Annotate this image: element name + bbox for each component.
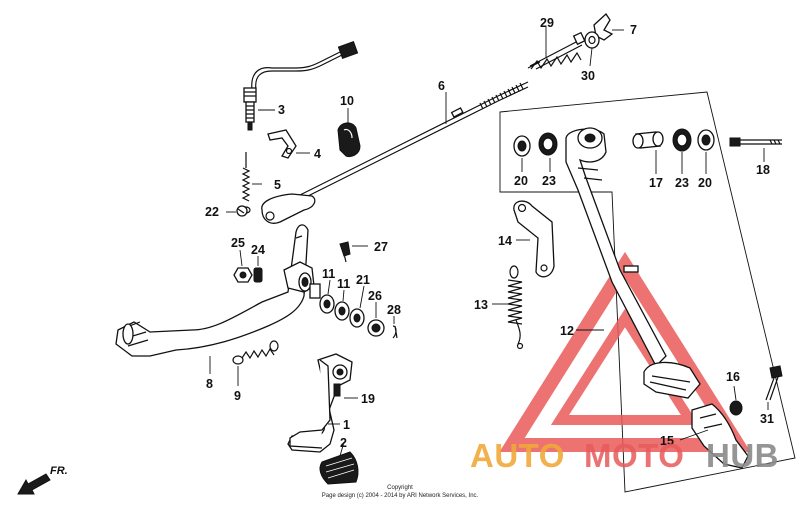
- bolt-18: [729, 137, 782, 147]
- brake-pedal-8: [115, 224, 321, 357]
- callout-15: 15: [660, 434, 674, 448]
- bracket-4: [267, 129, 297, 159]
- callout-16: 16: [726, 370, 740, 384]
- leader-30: [589, 47, 593, 67]
- boot-10: [337, 122, 361, 157]
- callout-5: 5: [274, 178, 281, 192]
- copyright-line-2: Page design (c) 2004 - 2014 by ARI Netwo…: [322, 493, 479, 499]
- washer-20a: [513, 135, 531, 157]
- collar-16: [729, 400, 743, 416]
- leader-15: [679, 429, 709, 441]
- nut-25: [233, 267, 253, 283]
- main-stand-12: [565, 127, 701, 399]
- leader-11b: [342, 289, 345, 302]
- callout-7: 7: [630, 23, 637, 37]
- callout-29: 29: [540, 16, 554, 30]
- callout-21: 21: [356, 273, 370, 287]
- callout-22: 22: [205, 205, 219, 219]
- watermark-wordmark: AUTO MOTO HUB: [470, 437, 779, 474]
- callout-27: 27: [374, 240, 388, 254]
- cotter-pin-28: [392, 325, 398, 339]
- spring-5: [241, 152, 251, 214]
- nut-26: [367, 319, 385, 337]
- callout-31: 31: [760, 412, 774, 426]
- washer-11a: [319, 294, 335, 314]
- leader-2: [339, 441, 345, 457]
- callout-11a: 11: [322, 267, 335, 281]
- callout-2: 2: [340, 436, 347, 450]
- callout-3: 3: [278, 103, 285, 117]
- callout-26: 26: [368, 289, 382, 303]
- direction-label: FR.: [50, 465, 68, 477]
- callout-12: 12: [560, 324, 574, 338]
- copyright-line-1: Copyright: [387, 485, 413, 491]
- spring-29: [527, 31, 586, 70]
- callout-19: 19: [361, 392, 375, 406]
- collar-17: [632, 131, 664, 149]
- front-direction-arrow-icon: [17, 473, 51, 495]
- callout-25: 25: [231, 236, 245, 250]
- callout-23b: 23: [675, 176, 689, 190]
- callout-8: 8: [206, 377, 213, 391]
- callout-30: 30: [581, 69, 595, 83]
- spring-9: [232, 340, 279, 365]
- callout-17: 17: [649, 176, 663, 190]
- brake-rod-6: [261, 81, 529, 224]
- watermark-hub: HUB: [706, 437, 779, 474]
- shift-lever-1: [287, 353, 353, 453]
- washer-11b: [334, 301, 350, 321]
- leader-21: [359, 285, 365, 309]
- callout-24: 24: [251, 243, 265, 257]
- joint-30: [584, 31, 600, 49]
- bolt-31: [765, 365, 783, 401]
- callout-10: 10: [340, 94, 354, 108]
- callout-23a: 23: [542, 174, 556, 188]
- callout-11b: 11: [337, 277, 350, 291]
- bearing-23a: [538, 132, 558, 156]
- bearing-23b: [672, 128, 692, 152]
- callout-9: 9: [234, 389, 241, 403]
- screw-24: [253, 267, 263, 283]
- washer-20b: [697, 129, 715, 151]
- callout-14: 14: [498, 234, 512, 248]
- bracket-14: [513, 200, 555, 278]
- subassembly-outline: [499, 91, 796, 493]
- leader-16: [733, 385, 737, 401]
- watermark-auto: AUTO: [470, 437, 565, 474]
- callout-1: 1: [343, 418, 350, 432]
- switch-sensor-3: [243, 40, 359, 131]
- callout-20a: 20: [514, 174, 528, 188]
- leader-25: [239, 249, 243, 267]
- watermark-moto: MOTO: [584, 437, 684, 474]
- callout-4: 4: [314, 147, 321, 161]
- clip-22: [236, 205, 248, 217]
- washer-21: [349, 308, 365, 328]
- callout-6: 6: [438, 79, 445, 93]
- callout-13: 13: [474, 298, 488, 312]
- pin-27: [339, 241, 351, 263]
- stand-foot-15: [691, 403, 749, 469]
- callout-28: 28: [387, 303, 401, 317]
- shift-rubber-2: [319, 451, 359, 485]
- callout-18: 18: [756, 163, 770, 177]
- callout-labels: 29 7 30 3 10 6 4 5 22 25 24 27 11 11 21 …: [205, 16, 774, 450]
- spring-13: [507, 265, 524, 350]
- callout-20b: 20: [698, 176, 712, 190]
- leader-11a: [327, 279, 331, 295]
